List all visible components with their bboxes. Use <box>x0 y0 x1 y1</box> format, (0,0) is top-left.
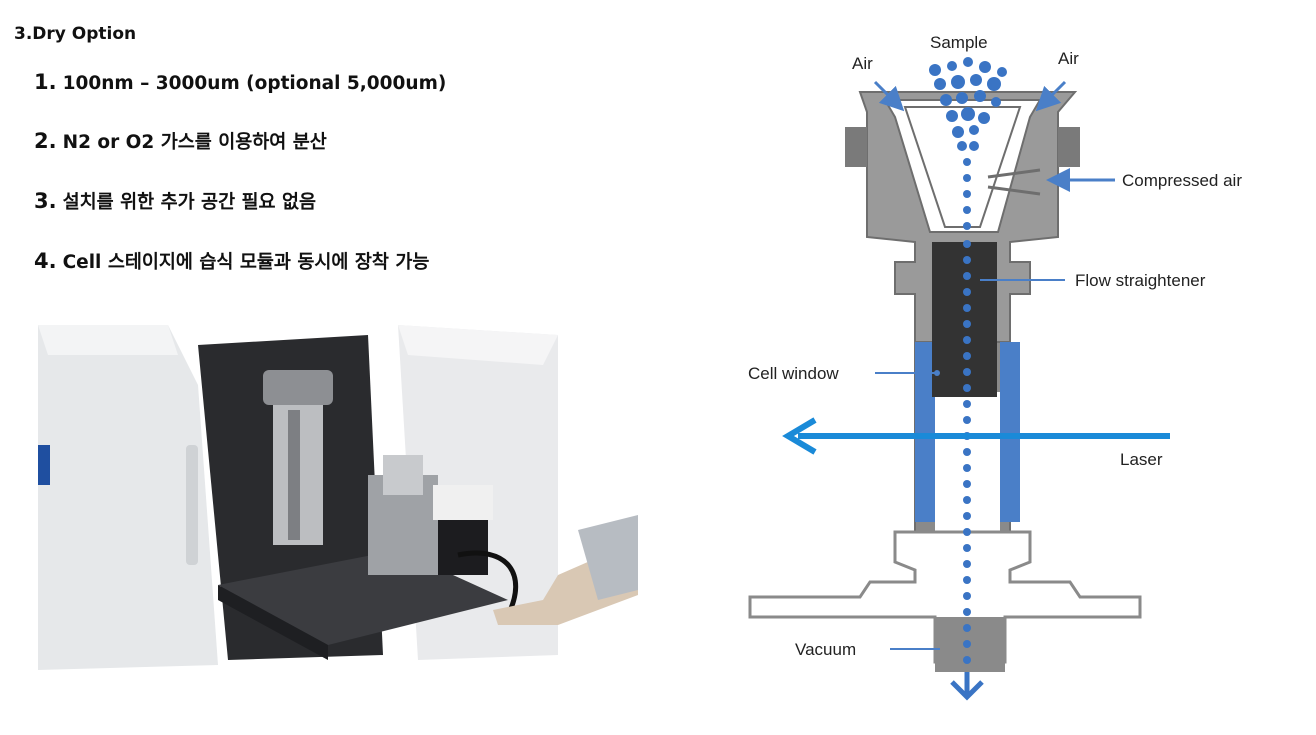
label-flow-straightener: Flow straightener <box>1075 271 1206 290</box>
vacuum-arrow <box>950 672 984 701</box>
cell-window-right <box>1000 342 1020 522</box>
item-text: 설치를 위한 추가 공간 필요 없음 <box>62 192 317 213</box>
dry-dispersion-diagram: Sample Air Air Compressed air Flow strai… <box>748 33 1242 701</box>
sample-particles <box>929 57 1007 230</box>
item-number: 4. <box>34 249 57 273</box>
air-right-arrow <box>1035 80 1067 112</box>
label-compressed-air: Compressed air <box>1122 171 1242 190</box>
spec-item-2: 2.N2 or O2 가스를 이용하여 분산 <box>34 128 327 154</box>
label-laser: Laser <box>1120 450 1163 469</box>
air-left-arrow <box>873 80 905 112</box>
item-text: N2 or O2 가스를 이용하여 분산 <box>62 132 327 153</box>
label-cell-window: Cell window <box>748 364 839 383</box>
label-air-right: Air <box>1058 49 1079 68</box>
item-text: Cell 스테이지에 습식 모듈과 동시에 장착 가능 <box>62 252 430 273</box>
spec-item-1: 1.100nm – 3000um (optional 5,000um) <box>34 70 446 94</box>
item-number: 1. <box>34 70 57 94</box>
label-sample: Sample <box>930 33 988 52</box>
label-vacuum: Vacuum <box>795 640 856 659</box>
item-number: 3. <box>34 189 57 213</box>
spec-item-4: 4.Cell 스테이지에 습식 모듈과 동시에 장착 가능 <box>34 248 429 274</box>
particle-stream <box>963 240 971 664</box>
instrument-photo <box>38 325 638 670</box>
item-number: 2. <box>34 129 57 153</box>
item-text: 100nm – 3000um (optional 5,000um) <box>62 73 447 94</box>
cell-window-left <box>915 342 935 522</box>
spec-item-3: 3.설치를 위한 추가 공간 필요 없음 <box>34 188 316 214</box>
label-air-left: Air <box>852 54 873 73</box>
section-title: 3.Dry Option <box>14 24 137 44</box>
